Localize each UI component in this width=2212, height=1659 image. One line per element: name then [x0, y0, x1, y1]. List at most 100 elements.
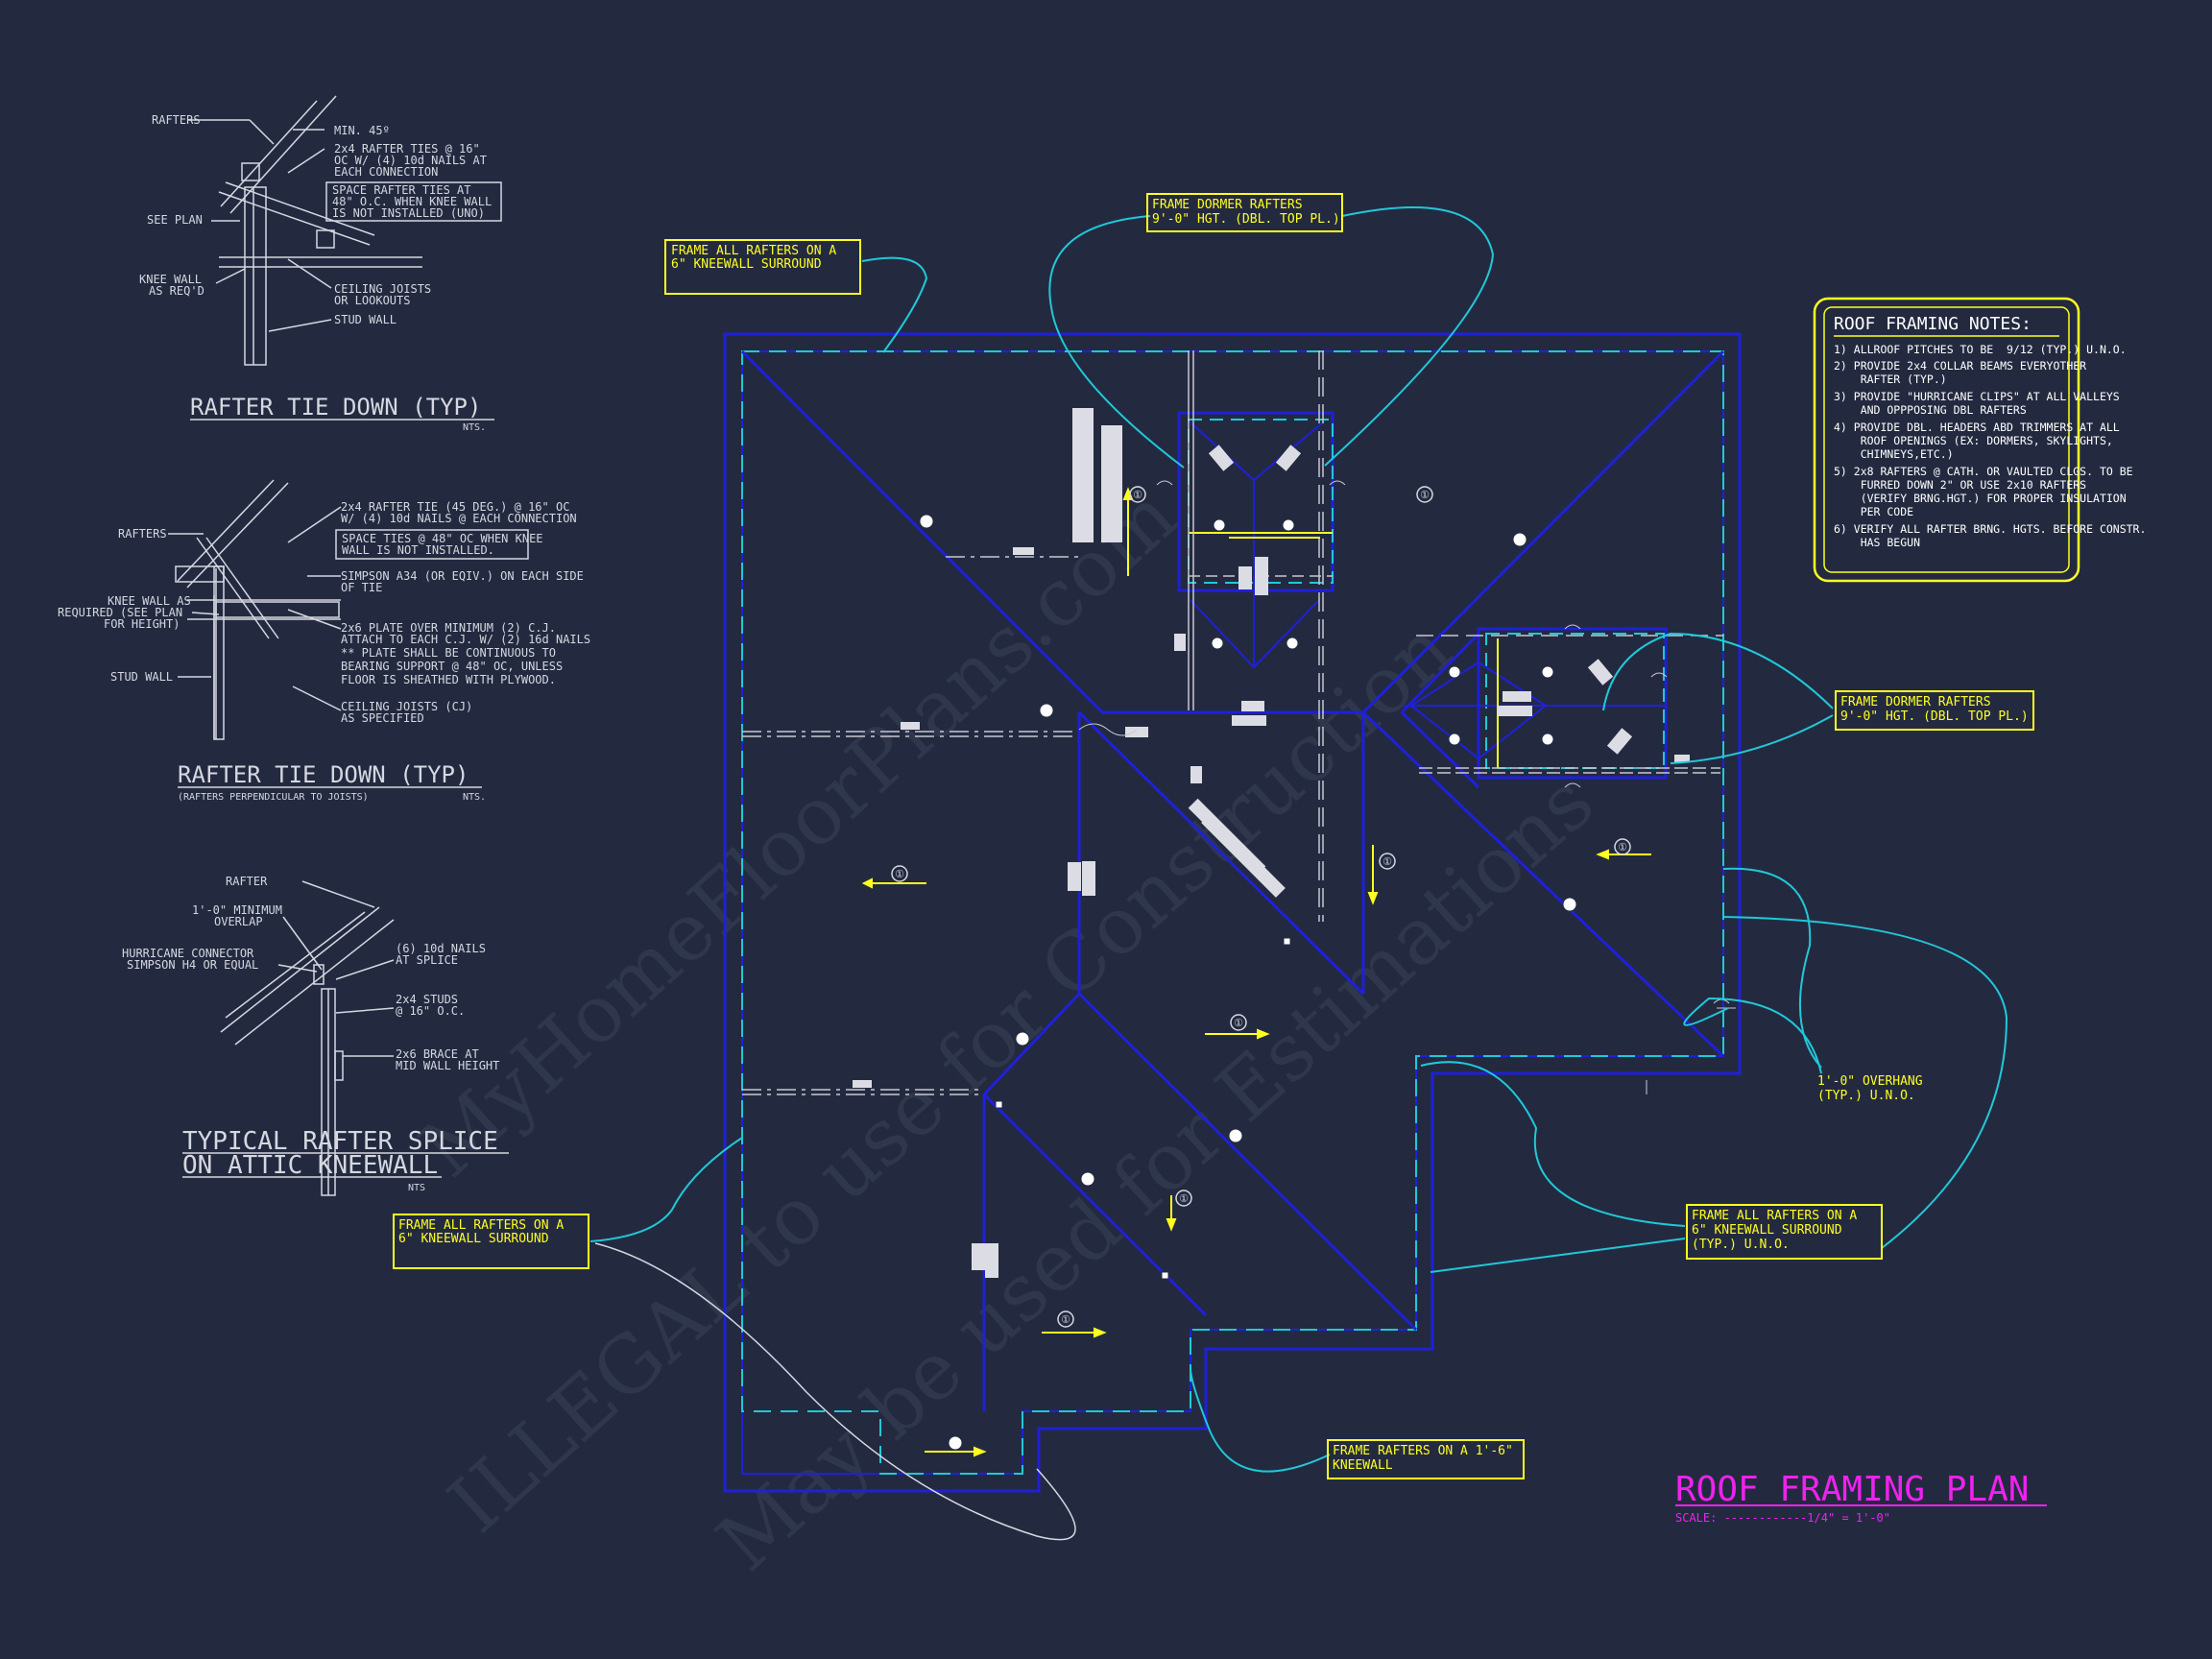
hip-markers	[919, 449, 1577, 1451]
d2-tie-2: W/ (4) 10d NAILS @ EACH CONNECTION	[341, 512, 577, 525]
callout-dormer-top-1: FRAME DORMER RAFTERS	[1152, 198, 1303, 212]
d2-tie-1: 2x4 RAFTER TIE (45 DEG.) @ 16" OC	[341, 500, 569, 514]
d1-rafters: RAFTERS	[152, 113, 201, 127]
d3-hurricane-1: HURRICANE CONNECTOR	[122, 947, 254, 960]
callout-kneewall-right-3: (TYP.) U.N.O.	[1692, 1238, 1790, 1252]
d3-overlap-1: 1'-0" MINIMUM	[192, 903, 282, 917]
pitch-mark: ①	[1382, 855, 1392, 868]
pitch-mark: ①	[1133, 489, 1142, 501]
leader-white	[594, 1242, 1076, 1541]
callout-kneewall-top	[664, 239, 861, 295]
d2-ceiling-1: CEILING JOISTS (CJ)	[341, 700, 472, 713]
d2-knee-3: FOR HEIGHT)	[104, 617, 180, 631]
notes-line: 1) ALLROOF PITCHES TO BE 9/12 (TYP.) U.N…	[1834, 343, 2127, 356]
pitch-mark: ①	[1061, 1313, 1070, 1326]
d2-space-1: SPACE TIES @ 48" OC WHEN KNEE	[342, 532, 543, 545]
d1-ceiling-1: CEILING JOISTS	[334, 282, 431, 296]
notes-title: ROOF FRAMING NOTES:	[1834, 314, 2032, 334]
d2-simpson-2: OF TIE	[341, 581, 382, 594]
overhang-dashed-line	[741, 350, 1724, 1475]
d2-plate-3: ** PLATE SHALL BE CONTINUOUS TO	[341, 646, 556, 660]
callout-kneewall-bottom-2: KNEEWALL	[1333, 1458, 1393, 1473]
d1-seeplan: SEE PLAN	[147, 213, 203, 227]
d1-ties-3: EACH CONNECTION	[334, 165, 438, 179]
callout-kneewall-left-1: FRAME ALL RAFTERS ON A	[398, 1218, 564, 1233]
d1-space-box	[325, 181, 502, 222]
plan-title: ROOF FRAMING PLAN	[1675, 1470, 2029, 1509]
callout-kneewall-bottom	[1327, 1439, 1525, 1479]
d2-simpson-1: SIMPSON A34 (OR EQIV.) ON EACH SIDE	[341, 569, 584, 583]
pitch-symbols	[891, 486, 1631, 1328]
d1-ties-1: 2x4 RAFTER TIES @ 16"	[334, 142, 480, 156]
notes-line: HAS BEGUN	[1834, 536, 1920, 549]
d2-scale: NTS.	[463, 792, 486, 803]
notes-line: RAFTER (TYP.)	[1834, 373, 1947, 386]
roof-outline-outer	[723, 332, 1742, 1493]
d3-studs-1: 2x4 STUDS	[396, 993, 458, 1006]
beam-tags	[853, 408, 1690, 1278]
notes-line: (VERIFY BRNG.HGT.) FOR PROPER INSULATION	[1834, 492, 2127, 505]
d3-title-2: ON ATTIC KNEEWALL	[182, 1151, 438, 1180]
dormer-right-overhang	[1485, 633, 1665, 769]
d2-plate-1: 2x6 PLATE OVER MINIMUM (2) C.J.	[341, 621, 556, 635]
d1-knee-2: AS REQ'D	[149, 284, 204, 298]
d2-space-box	[335, 529, 529, 560]
d2-plate-4: BEARING SUPPORT @ 48" OC, UNLESS	[341, 660, 563, 673]
d2-plate-2: ATTACH TO EACH C.J. W/ (2) 16d NAILS	[341, 633, 590, 646]
detail-rafter-tie-down-1	[187, 95, 422, 366]
d3-brace-1: 2x6 BRACE AT	[396, 1047, 479, 1061]
pitch-mark: ①	[1234, 1017, 1243, 1029]
pitch-mark: ①	[895, 868, 904, 880]
d3-nails-2: AT SPLICE	[396, 953, 458, 967]
callouts: FRAME ALL RAFTERS ON A 6" KNEEWALL SURRO…	[393, 193, 2034, 1479]
plan-title-block: ROOF FRAMING PLAN SCALE: ------------1/4…	[1675, 1470, 2047, 1525]
d1-space-3: IS NOT INSTALLED (UNO)	[332, 206, 485, 220]
dormer-right-walls	[1477, 627, 1668, 780]
d1-ties-2: OC W/ (4) 10d NAILS AT	[334, 154, 487, 167]
beam-lines	[742, 556, 1080, 1095]
callout-kneewall-right-1: FRAME ALL RAFTERS ON A	[1692, 1209, 1857, 1223]
d3-overlap-2: OVERLAP	[214, 915, 263, 928]
d1-space-1: SPACE RAFTER TIES AT	[332, 183, 471, 197]
pitch-symbol-labels: ① ① ① ① ① ① ① ①	[895, 489, 1627, 1326]
d2-knee-2: REQUIRED (SEE PLAN	[58, 606, 182, 619]
detail-rafter-splice	[220, 880, 395, 1196]
notes-line: FURRED DOWN 2" OR USE 2x10 RAFTERS	[1834, 478, 2086, 492]
notes-line: 5) 2x8 RAFTERS @ CATH. OR VAULTED CLGS. …	[1834, 465, 2133, 478]
callout-dormer-top-2: 9'-0" HGT. (DBL. TOP PL.)	[1152, 212, 1340, 227]
roof-plan: ① ① ① ① ① ① ① ①	[723, 332, 1742, 1493]
callout-kneewall-top-2: 6" KNEEWALL SURROUND	[671, 257, 822, 272]
d1-space-2: 48" O.C. WHEN KNEE WALL	[332, 195, 492, 208]
d3-rafter: RAFTER	[226, 875, 268, 888]
pitch-mark: ①	[1179, 1192, 1189, 1205]
d1-scale: NTS.	[463, 422, 486, 433]
notes-line: AND OPPPOSING DBL RAFTERS	[1834, 403, 2027, 417]
d3-brace-2: MID WALL HEIGHT	[396, 1059, 499, 1072]
notes-line: CHIMNEYS,ETC.)	[1834, 447, 1954, 461]
d2-title: RAFTER TIE DOWN (TYP)	[178, 761, 469, 788]
d2-space-2: WALL IS NOT INSTALLED.	[342, 543, 494, 557]
callout-dormer-right	[1835, 690, 2034, 731]
d2-stud: STUD WALL	[110, 670, 173, 684]
notes-line: ROOF OPENINGS (EX: DORMERS, SKYLIGHTS,	[1834, 434, 2113, 447]
d3-nails-1: (6) 10d NAILS	[396, 942, 486, 955]
notes-line: PER CODE	[1834, 505, 1913, 518]
d1-title: RAFTER TIE DOWN (TYP)	[190, 394, 481, 421]
roof-outline-inner	[741, 350, 1724, 1475]
callout-kneewall-bottom-1: FRAME RAFTERS ON A 1'-6"	[1333, 1444, 1513, 1458]
callout-kneewall-top-1: FRAME ALL RAFTERS ON A	[671, 244, 836, 258]
detail1-labels: RAFTERS MIN. 45º 2x4 RAFTER TIES @ 16" O…	[139, 113, 502, 433]
pitch-mark: ①	[1618, 841, 1627, 854]
notes-line: 4) PROVIDE DBL. HEADERS ABD TRIMMERS AT …	[1834, 421, 2120, 434]
d3-hurricane-2: SIMPSON H4 OR EQUAL	[127, 958, 258, 972]
notes-inner-box	[1823, 306, 2070, 573]
leader-lines	[589, 206, 2008, 1473]
d3-scale: NTS	[408, 1183, 425, 1193]
plan-scale: SCALE: ------------1/4" = 1'-0"	[1675, 1511, 1890, 1525]
callout-kneewall-right	[1686, 1204, 1883, 1260]
d2-rafters: RAFTERS	[118, 527, 167, 541]
callout-overhang-1: 1'-0" OVERHANG	[1817, 1074, 1923, 1089]
d2-knee-1: KNEE WALL AS	[108, 594, 191, 608]
d3-title-1: TYPICAL RAFTER SPLICE	[182, 1127, 498, 1156]
